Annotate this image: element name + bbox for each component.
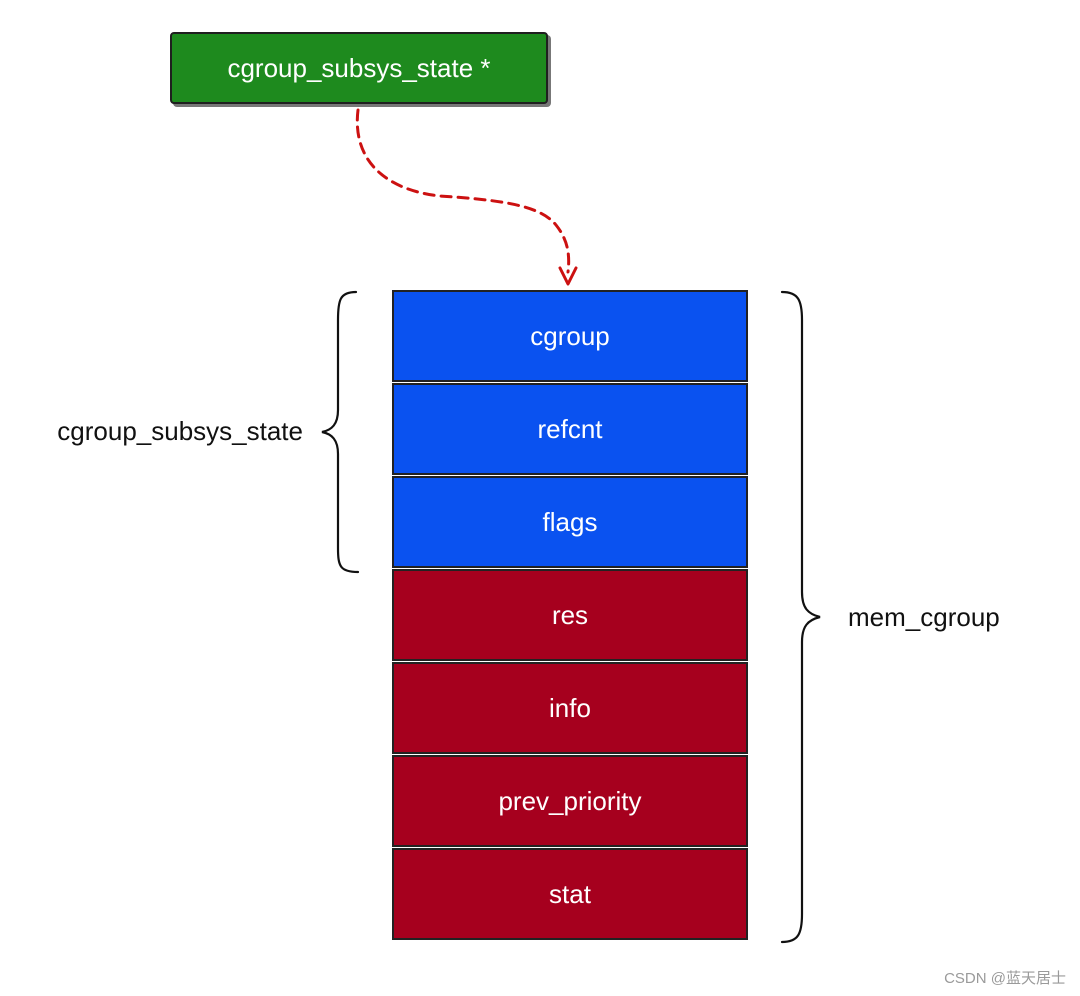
field-refcnt: refcnt xyxy=(392,383,748,475)
pointer-box: cgroup_subsys_state * xyxy=(170,32,548,104)
field-label: prev_priority xyxy=(498,785,642,816)
watermark: CSDN @蓝天居士 xyxy=(944,970,1066,987)
pointer-arrow-head xyxy=(558,266,578,286)
field-info: info xyxy=(392,662,748,754)
field-label: res xyxy=(551,599,589,630)
css-group-label: cgroup_subsys_state xyxy=(57,416,303,446)
field-flags: flags xyxy=(392,476,748,568)
field-label: cgroup xyxy=(530,320,610,351)
field-prev-priority: prev_priority xyxy=(392,755,748,847)
pointer-label: cgroup_subsys_state * xyxy=(227,52,491,83)
field-cgroup: cgroup xyxy=(392,290,748,382)
mem-brace xyxy=(780,290,821,944)
pointer-arrow xyxy=(355,108,571,274)
field-label: stat xyxy=(549,878,591,909)
css-brace xyxy=(321,290,360,574)
field-label: refcnt xyxy=(537,413,603,444)
field-label: flags xyxy=(542,506,598,537)
field-res: res xyxy=(392,569,748,661)
field-label: info xyxy=(549,692,591,723)
field-stat: stat xyxy=(392,848,748,940)
mem-group-label: mem_cgroup xyxy=(848,602,1000,632)
